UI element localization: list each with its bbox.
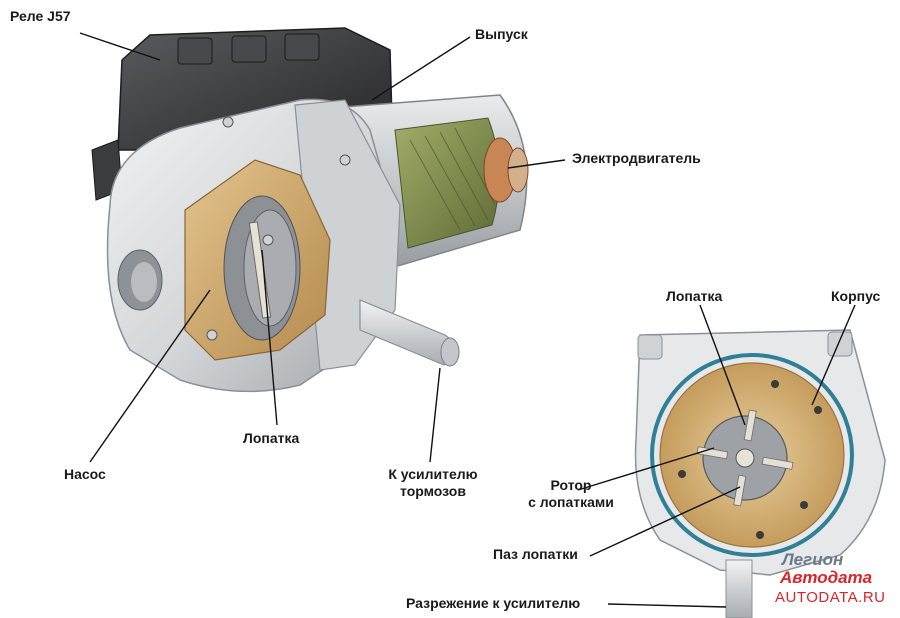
leader-slot [589, 486, 741, 557]
bolt-2 [206, 329, 218, 341]
bolt-1 [262, 234, 274, 246]
label-housing: Корпус [831, 288, 881, 304]
section-vanes [696, 409, 794, 507]
section-lug-left [637, 334, 663, 360]
section-bolt-4 [800, 501, 808, 509]
leader-vane-right [699, 304, 746, 426]
relay-connector-1 [177, 37, 213, 65]
leader-housing [811, 304, 856, 406]
leader-vane-left [261, 249, 278, 426]
bolt-4 [222, 116, 234, 128]
section-lug-right [827, 331, 853, 357]
section-bolt-2 [814, 406, 822, 414]
section-bolt-5 [756, 531, 764, 539]
relay-connector-2 [231, 35, 267, 63]
label-relay-j57: Реле J57 [10, 8, 71, 24]
relay-connector-3 [284, 33, 320, 61]
watermark-autodata-ru: AUTODATA.RU [775, 589, 886, 606]
leader-outlet [371, 36, 471, 101]
label-rotor-line1: Ротор [550, 477, 592, 493]
label-vane-main: Лопатка [243, 430, 300, 446]
leader-relay [79, 32, 161, 61]
booster-pipe [359, 299, 456, 366]
section-bolt-3 [678, 470, 686, 478]
label-electric-motor: Электродвигатель [572, 150, 701, 166]
label-pump: Насос [64, 466, 106, 482]
label-to-brake-booster-line1: К усилителю [388, 466, 478, 482]
label-to-brake-booster-line2: тормозов [400, 483, 466, 499]
watermark-autodata: Автодата [780, 568, 873, 587]
motor-end [507, 147, 529, 193]
leader-lines [79, 32, 856, 608]
leader-rotor [577, 447, 715, 491]
winding-stripes [409, 127, 496, 231]
leader-vacuum [607, 603, 727, 608]
section-bolt-1 [771, 380, 779, 388]
label-rotor-line2: с лопатками [528, 494, 614, 510]
pump-assembly [91, 27, 529, 393]
label-vacuum-to-booster: Разрежение к усилителю [406, 595, 581, 611]
seal-ring [650, 353, 854, 557]
bolt-3 [339, 154, 351, 166]
leader-pump [89, 289, 211, 463]
label-to-brake-booster: К усилителю тормозов [368, 466, 498, 500]
section-hub [735, 448, 755, 468]
label-rotor-with-vanes: Ротор с лопатками [506, 477, 636, 511]
pump-cross-section [634, 329, 886, 618]
leader-motor [507, 159, 566, 169]
booster-pipe-end [440, 337, 460, 367]
inlet-port-inner [131, 262, 157, 302]
label-vane-section: Лопатка [666, 288, 723, 304]
label-outlet: Выпуск [475, 26, 528, 42]
vacuum-pipe [725, 559, 753, 618]
watermark-legion: Легион [782, 550, 844, 569]
label-vane-slot: Паз лопатки [493, 546, 578, 562]
leader-booster [429, 367, 441, 463]
